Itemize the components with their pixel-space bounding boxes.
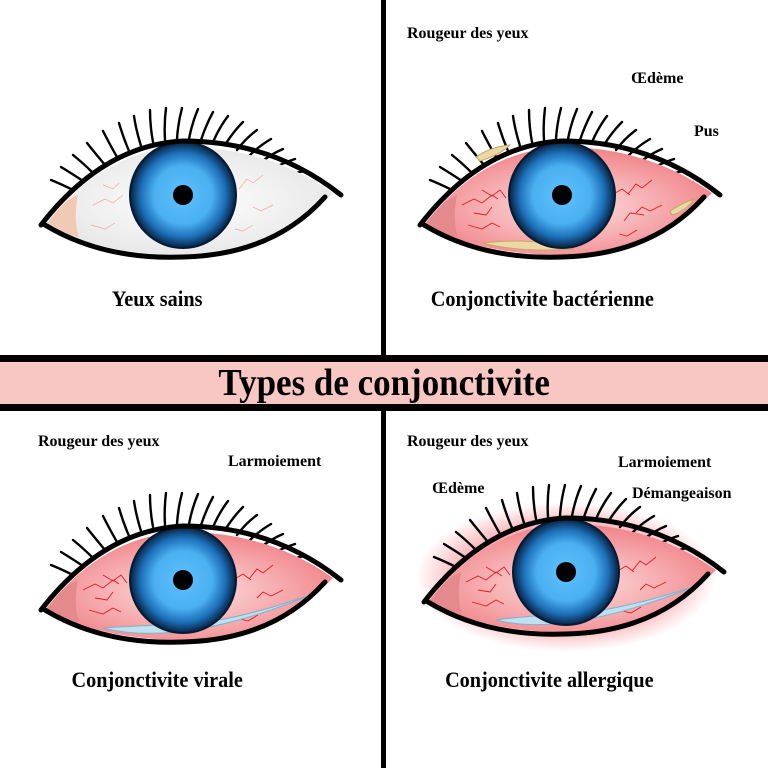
symptom-pus: Pus — [694, 123, 719, 140]
vertical-divider-bottom — [381, 410, 386, 768]
symptom-edema: Œdème — [631, 70, 684, 87]
symptom-tearing: Larmoiement — [228, 453, 322, 470]
vertical-divider-top — [381, 0, 386, 356]
caption-allergic: Conjonctivite allergique — [445, 667, 654, 692]
page-title: Types de conjonctivite — [218, 362, 550, 404]
caption-viral: Conjonctivite virale — [71, 667, 243, 692]
bacterial-eye-icon — [417, 106, 723, 260]
symptom-itching: Démangeaison — [632, 485, 732, 502]
allergic-eye-icon — [416, 483, 727, 652]
viral-eye-icon — [38, 491, 344, 645]
symptom-tearing: Larmoiement — [618, 454, 712, 471]
symptom-redness: Rougeur des yeux — [407, 433, 529, 450]
healthy-eye-icon — [38, 106, 344, 260]
title-bar: Types de conjonctivite — [0, 355, 768, 411]
symptom-redness: Rougeur des yeux — [38, 433, 160, 450]
caption-healthy: Yeux sains — [111, 286, 203, 311]
title-band: Types de conjonctivite — [0, 362, 768, 404]
symptom-redness: Rougeur des yeux — [407, 25, 529, 42]
caption-bacterial: Conjonctivite bactérienne — [430, 286, 654, 311]
symptom-edema: Œdème — [432, 480, 485, 497]
